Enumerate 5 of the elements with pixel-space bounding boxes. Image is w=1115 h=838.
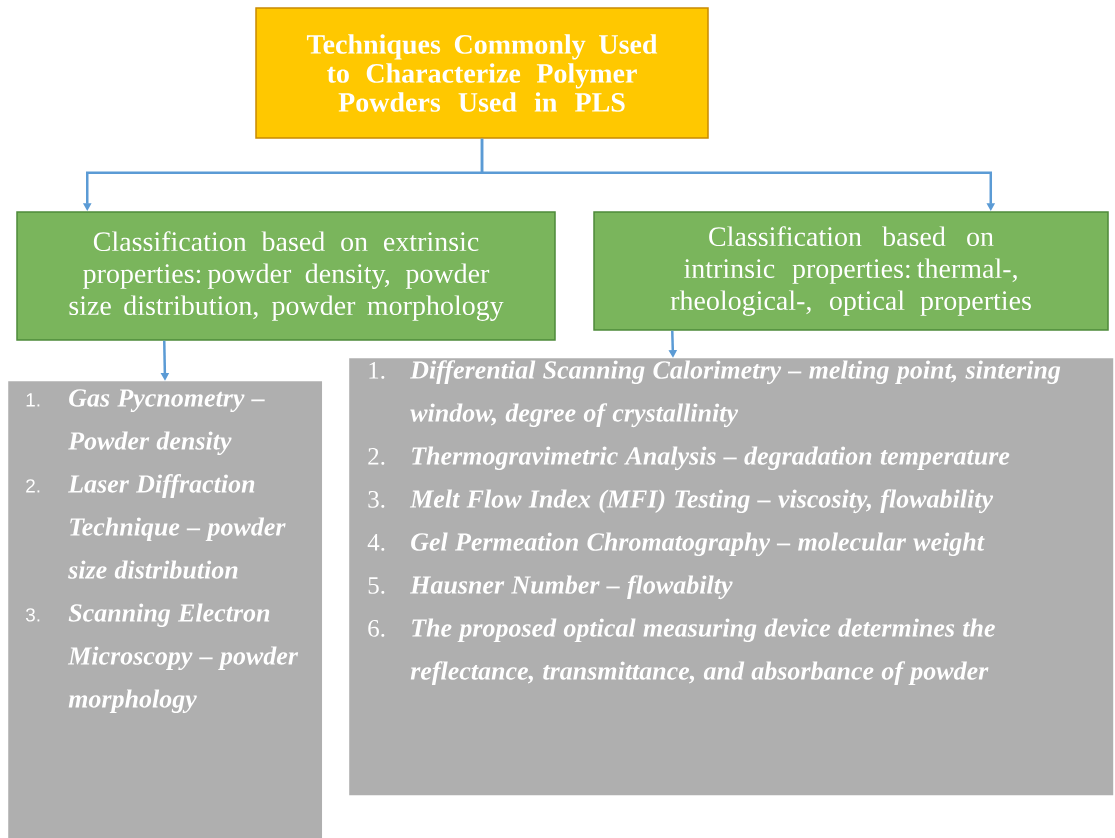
title-box: Techniques Commonly Used to Characterize Polymer Powders Used in PLS [255,7,709,139]
category-box: Classification based on intrinsic properties: thermal-, rheological-, optical properties [593,211,1109,331]
category-box: Classification based on extrinsic properties: powder density, powder size distribution, powder morphology [16,211,556,341]
list-panel: 1. Gas Pycnometry – Powder density 2. Laser Diffraction Technique – powder size distribution 3. Scanning Electron Microscopy – powder morphology [8,381,323,838]
list-panel: 1. Differential Scanning Calorimetry – melting point, sintering window, degree of crystallinity 2. Thermogravimetric Analysis – degradation temperature 3. Melt Flow Index (MFI) Testing – viscosity, flowability 4. Gel Permeation Chromatography – molecular weight 5. Hausner Number – flowabilty 6. The proposed optical measuring device determines the reflectance, transmittance, and absorbance of powder [349,358,1114,796]
